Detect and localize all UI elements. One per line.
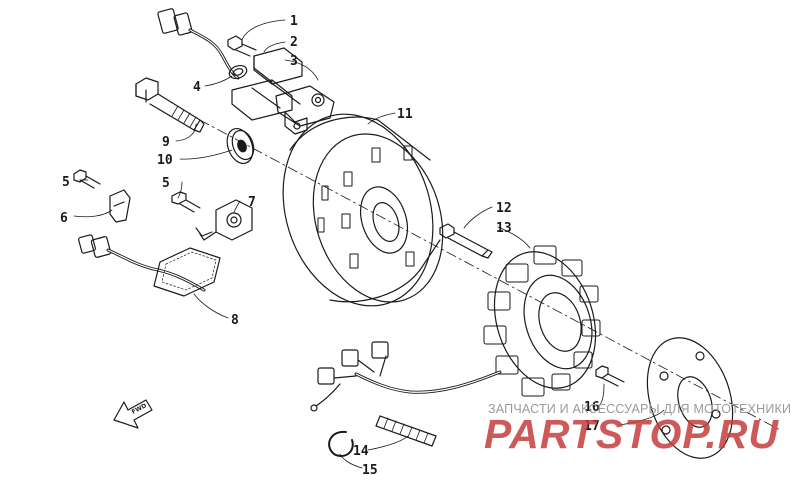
callout-8: 8 — [231, 313, 239, 328]
callout-5-left: 5 — [62, 175, 70, 190]
callout-13: 13 — [496, 221, 512, 236]
callout-17: 17 — [584, 419, 600, 434]
forward-direction-arrow: FWD — [113, 399, 153, 429]
callout-1: 1 — [290, 14, 298, 29]
callout-16: 16 — [584, 400, 600, 415]
callout-11: 11 — [397, 107, 413, 122]
callout-12: 12 — [496, 201, 512, 216]
callout-5-center: 5 — [162, 176, 170, 191]
callout-15: 15 — [362, 463, 378, 478]
callout-10: 10 — [157, 153, 173, 168]
stator-wiring-harness — [310, 341, 502, 412]
callout-2: 2 — [290, 35, 298, 50]
watermark-tagline: ЗАПЧАСТИ И АКСЕССУАРЫ ДЛЯ МОТОТЕХНИКИ — [488, 402, 792, 416]
wiring-harness-small — [78, 234, 221, 297]
watermark-brand: PARTSTOP.RU — [484, 411, 780, 457]
pickup-coil-assembly — [157, 8, 335, 135]
stator-bolt — [439, 223, 493, 259]
callout-7: 7 — [248, 195, 256, 210]
callout-14: 14 — [353, 444, 369, 459]
screw-and-bracket — [171, 191, 253, 241]
flywheel-rotor — [282, 113, 444, 307]
protective-sleeve — [375, 415, 437, 447]
center-axis — [199, 119, 781, 431]
stator-screw — [595, 365, 625, 387]
callout-9: 9 — [162, 135, 170, 150]
washer — [226, 127, 255, 165]
retaining-clip — [328, 430, 354, 458]
screw-and-clamp — [73, 169, 131, 223]
flywheel-bolt — [135, 77, 205, 133]
callout-3: 3 — [290, 54, 298, 69]
stator — [483, 245, 601, 397]
callout-4: 4 — [193, 80, 201, 95]
stator-plate — [646, 337, 734, 459]
callout-6: 6 — [60, 211, 68, 226]
callout-numbers: 1 2 3 4 9 10 5 6 5 7 8 11 12 13 14 15 16… — [60, 14, 600, 478]
callout-leaders — [73, 19, 665, 469]
